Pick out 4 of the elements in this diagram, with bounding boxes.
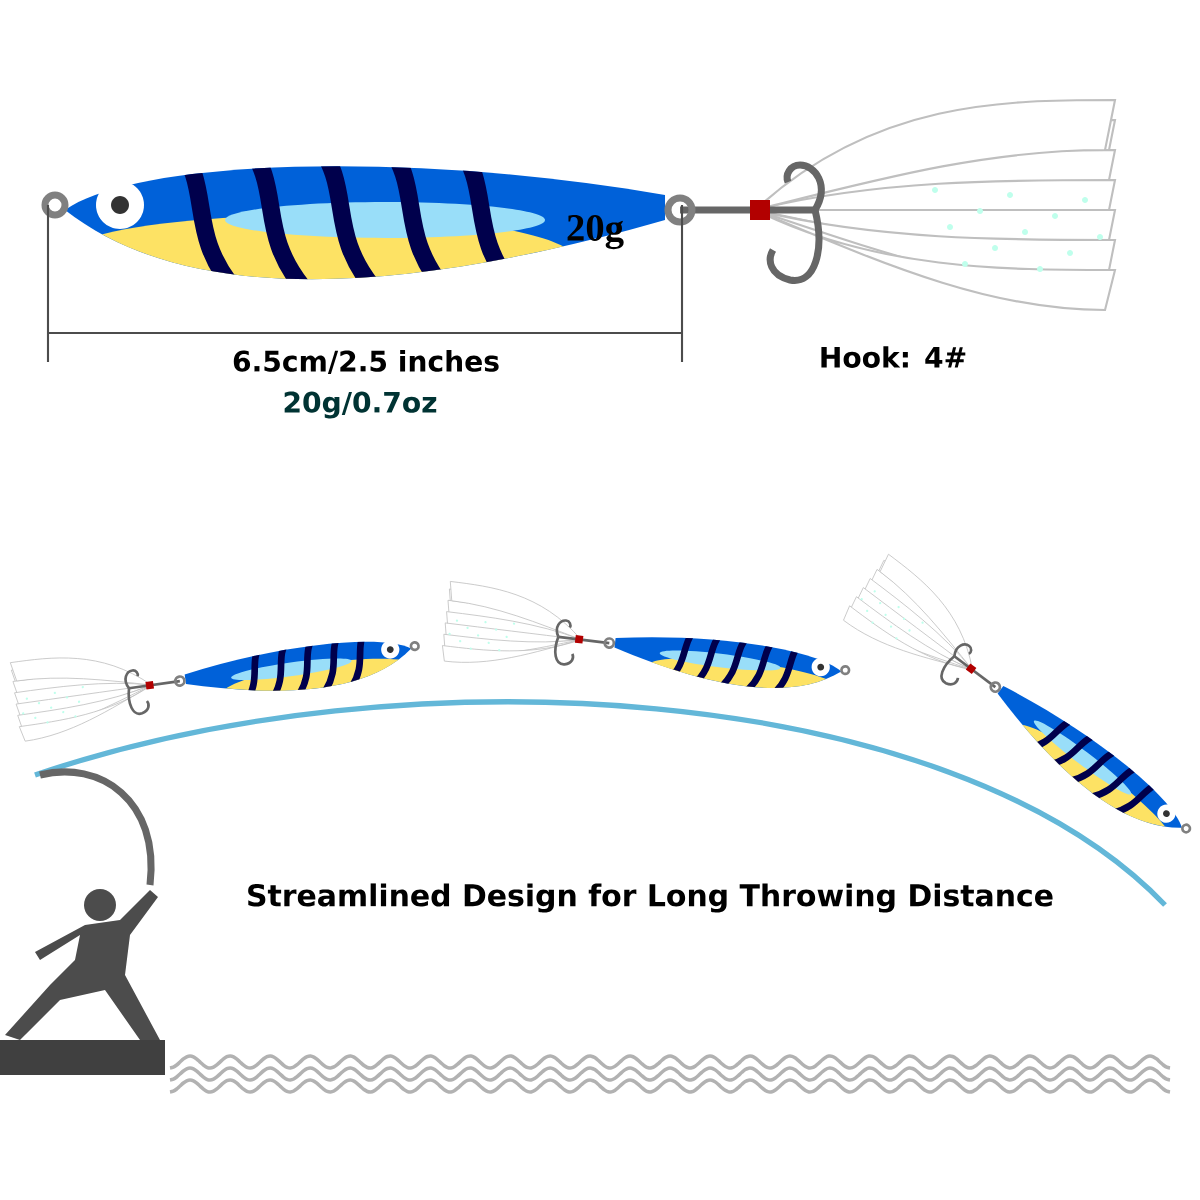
- dimension-label: 6.5cm/2.5 inches: [233, 350, 499, 374]
- caption: Streamlined Design for Long Throwing Distance: [248, 883, 1053, 913]
- weight-label: 20g/0.7oz: [284, 391, 437, 419]
- hook-label: Hook: 4#: [821, 346, 966, 368]
